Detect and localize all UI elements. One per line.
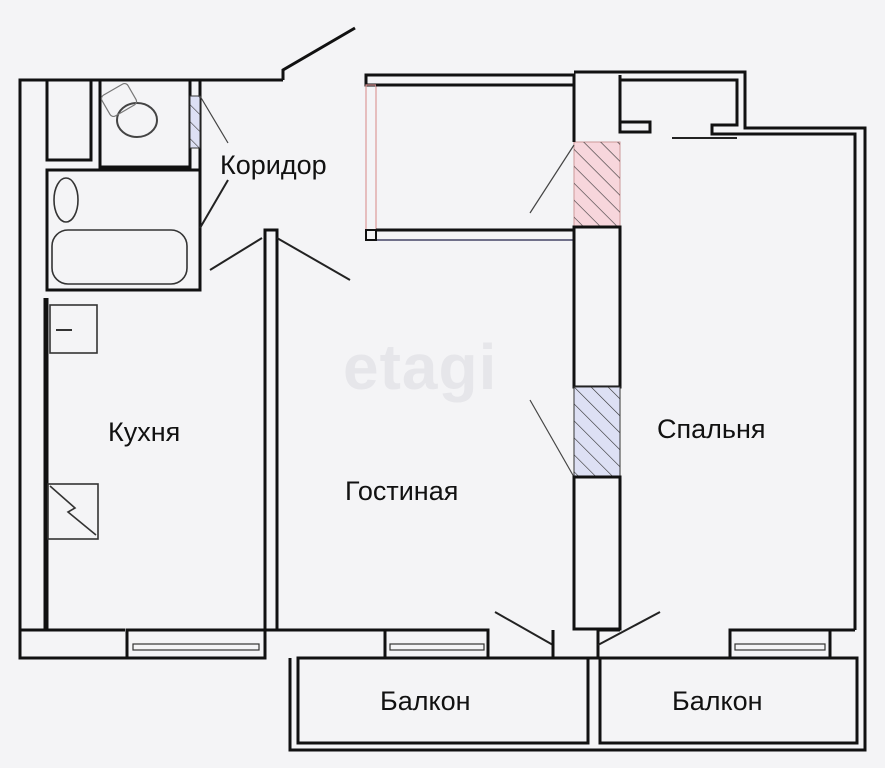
room-label-balcony-right: Балкон xyxy=(672,686,763,716)
sink-icon xyxy=(53,177,79,223)
balcony-left xyxy=(296,656,590,745)
balcony-right xyxy=(598,656,859,745)
bathroom xyxy=(45,168,202,292)
watermark: etagi xyxy=(343,331,498,403)
room-label-balcony-left: Балкон xyxy=(380,686,471,716)
kitchen-sink-icon xyxy=(49,304,98,354)
closet xyxy=(45,78,93,162)
room-label-kitchen: Кухня xyxy=(108,417,181,447)
room-label-living-room: Гостиная xyxy=(345,476,459,506)
stove-icon xyxy=(47,483,99,540)
toilet-icon xyxy=(116,102,158,138)
room-label-bedroom: Спальня xyxy=(657,414,766,444)
room-label-corridor: Коридор xyxy=(220,150,327,180)
bathtub-icon xyxy=(51,229,188,285)
